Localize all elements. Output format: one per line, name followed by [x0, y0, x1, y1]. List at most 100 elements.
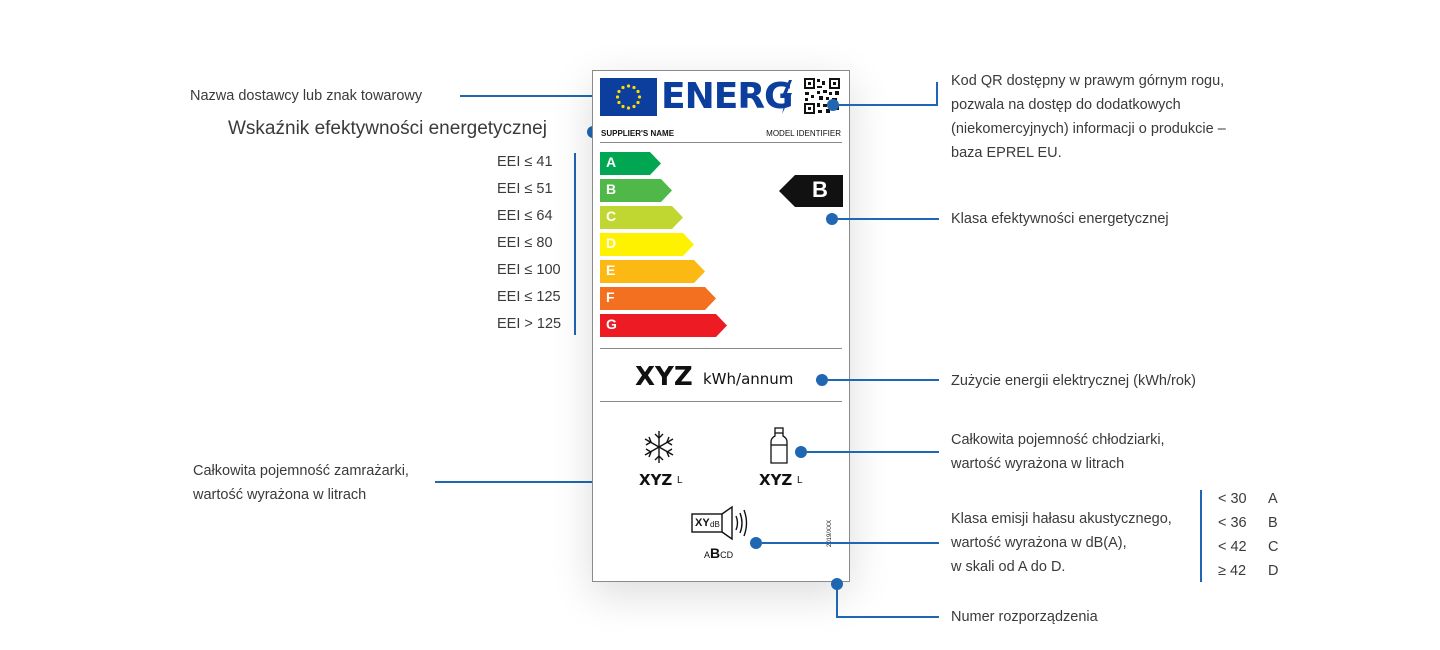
- freezer-unit: L: [677, 475, 683, 486]
- class-dot: [826, 213, 838, 225]
- qr-dot: [827, 99, 839, 111]
- noise-class: A: [1268, 491, 1278, 507]
- qr-annotation-line2: pozwala na dostęp do dodatkowych: [951, 97, 1181, 113]
- qr-connector: [839, 104, 937, 106]
- noise-connector: [762, 542, 939, 544]
- energy-class-letter: D: [606, 235, 617, 251]
- noise-class: B: [1268, 515, 1278, 531]
- consumption-dot: [816, 374, 828, 386]
- energy-class-letter: F: [606, 289, 615, 305]
- consumption-annotation: Zużycie energii elektrycznej (kWh/rok): [951, 373, 1196, 389]
- eu-star: [617, 100, 621, 105]
- fridge-connector: [807, 451, 939, 453]
- consumption-value: XYZ: [635, 362, 693, 392]
- snowflake-icon: [644, 431, 674, 463]
- qr-annotation-line1: Kod QR dostępny w prawym górnym rogu,: [951, 73, 1225, 89]
- eei-bracket-line: [574, 153, 576, 335]
- eei-threshold: EEI > 125: [497, 316, 562, 332]
- eu-star: [626, 84, 631, 88]
- fridge-annotation-line2: wartość wyrażona w litrach: [951, 456, 1125, 472]
- supplier-name: SUPPLIER'S NAME: [601, 129, 675, 138]
- class-connector: [838, 218, 939, 220]
- freezer-annotation: Całkowita pojemność zamrażarki, wartość …: [193, 459, 409, 507]
- fridge-value: XYZ: [759, 471, 793, 489]
- qr-connector-v: [936, 82, 938, 106]
- class-annotation: Klasa efektywności energetycznej: [951, 211, 1169, 227]
- eu-star: [621, 104, 625, 109]
- label-divider: [600, 142, 842, 143]
- noise-annotation: Klasa emisji hałasu akustycznego, wartoś…: [951, 507, 1172, 579]
- qr-annotation-line4: baza EPREL EU.: [951, 145, 1062, 161]
- noise-annotation-line3: w skali od A do D.: [951, 559, 1066, 575]
- eu-flag-icon: [600, 78, 657, 116]
- noise-threshold: ≥ 42: [1218, 563, 1247, 579]
- noise-class-b: B: [710, 545, 721, 561]
- energy-word: ENERG: [661, 76, 794, 117]
- energy-class-bar-b: B: [600, 179, 673, 207]
- eei-threshold: EEI ≤ 64: [497, 208, 553, 224]
- energy-class-bar-d: D: [600, 233, 695, 261]
- eu-star: [626, 106, 631, 110]
- current-class-letter: B: [812, 177, 828, 202]
- freezer-value: XYZ: [639, 471, 673, 489]
- eei-threshold: EEI ≤ 41: [497, 154, 553, 170]
- current-class-arrow: [779, 175, 843, 207]
- qr-annotation: Kod QR dostępny w prawym górnym rogu, po…: [951, 69, 1226, 165]
- fridge-unit: L: [797, 475, 803, 486]
- qr-annotation-line3: (niekomercyjnych) informacji o produkcie…: [951, 121, 1226, 137]
- energy-class-letter: C: [606, 208, 617, 224]
- noise-threshold: < 30: [1218, 491, 1247, 507]
- speaker-icon: [691, 505, 748, 541]
- noise-class-a: A: [704, 550, 711, 560]
- noise-value: XY: [695, 517, 710, 529]
- fridge-dot: [795, 446, 807, 458]
- eu-star: [615, 95, 620, 99]
- noise-threshold: < 42: [1218, 539, 1247, 555]
- energy-class-bar-f: F: [600, 287, 717, 315]
- label-divider: [600, 401, 842, 402]
- noise-annotation-line2: wartość wyrażona w dB(A),: [951, 535, 1127, 551]
- qr-code-icon: [803, 77, 841, 115]
- noise-dot: [750, 537, 762, 549]
- freezer-annotation-line2: wartość wyrażona w litrach: [193, 487, 367, 503]
- noise-class-scale: ABCD: [704, 545, 733, 563]
- noise-annotation-line1: Klasa emisji hałasu akustycznego,: [951, 511, 1172, 527]
- noise-class-cd: CD: [720, 550, 734, 560]
- freezer-connector: [435, 481, 665, 483]
- eu-star: [617, 89, 621, 94]
- consumption-connector: [828, 379, 939, 381]
- eei-threshold: EEI ≤ 125: [497, 289, 561, 305]
- noise-threshold: < 36: [1218, 515, 1247, 531]
- eu-star: [636, 100, 640, 105]
- eu-star: [632, 104, 636, 109]
- energy-class-letter: A: [606, 154, 617, 170]
- bottle-icon: [770, 427, 788, 464]
- label-divider: [600, 348, 842, 349]
- eei-threshold: EEI ≤ 80: [497, 235, 553, 251]
- supplier-connector: [460, 95, 593, 97]
- regulation-annotation: Numer rozporządzenia: [951, 609, 1098, 625]
- eei-title: Wskaźnik efektywności energetycznej: [228, 118, 547, 139]
- energy-class-bar-a: A: [600, 152, 662, 180]
- lightning-icon: [781, 80, 792, 114]
- noise-unit: dB: [710, 520, 720, 529]
- eu-star: [621, 85, 625, 90]
- energy-class-bar-c: C: [600, 206, 684, 234]
- fridge-annotation: Całkowita pojemność chłodziarki, wartość…: [951, 428, 1165, 476]
- regulation-connector: [836, 616, 939, 618]
- eu-star: [637, 95, 642, 99]
- eei-threshold: EEI ≤ 100: [497, 262, 561, 278]
- noise-scale-bracket: [1200, 490, 1202, 582]
- regulation-connector-v: [836, 588, 838, 618]
- freezer-annotation-line1: Całkowita pojemność zamrażarki,: [193, 463, 409, 479]
- energy-class-bar-g: G: [600, 314, 728, 342]
- model-identifier: MODEL IDENTIFIER: [766, 129, 841, 138]
- eei-threshold: EEI ≤ 51: [497, 181, 553, 197]
- energy-class-letter: G: [606, 316, 617, 332]
- energy-class-letter: B: [606, 181, 617, 197]
- eu-star: [636, 89, 640, 94]
- noise-class: D: [1268, 563, 1279, 579]
- regulation-dot: [831, 578, 843, 590]
- fridge-annotation-line1: Całkowita pojemność chłodziarki,: [951, 432, 1165, 448]
- energy-label: ENERG SUPPLIER'S NAME MODEL IDENTIFIER A…: [592, 70, 850, 582]
